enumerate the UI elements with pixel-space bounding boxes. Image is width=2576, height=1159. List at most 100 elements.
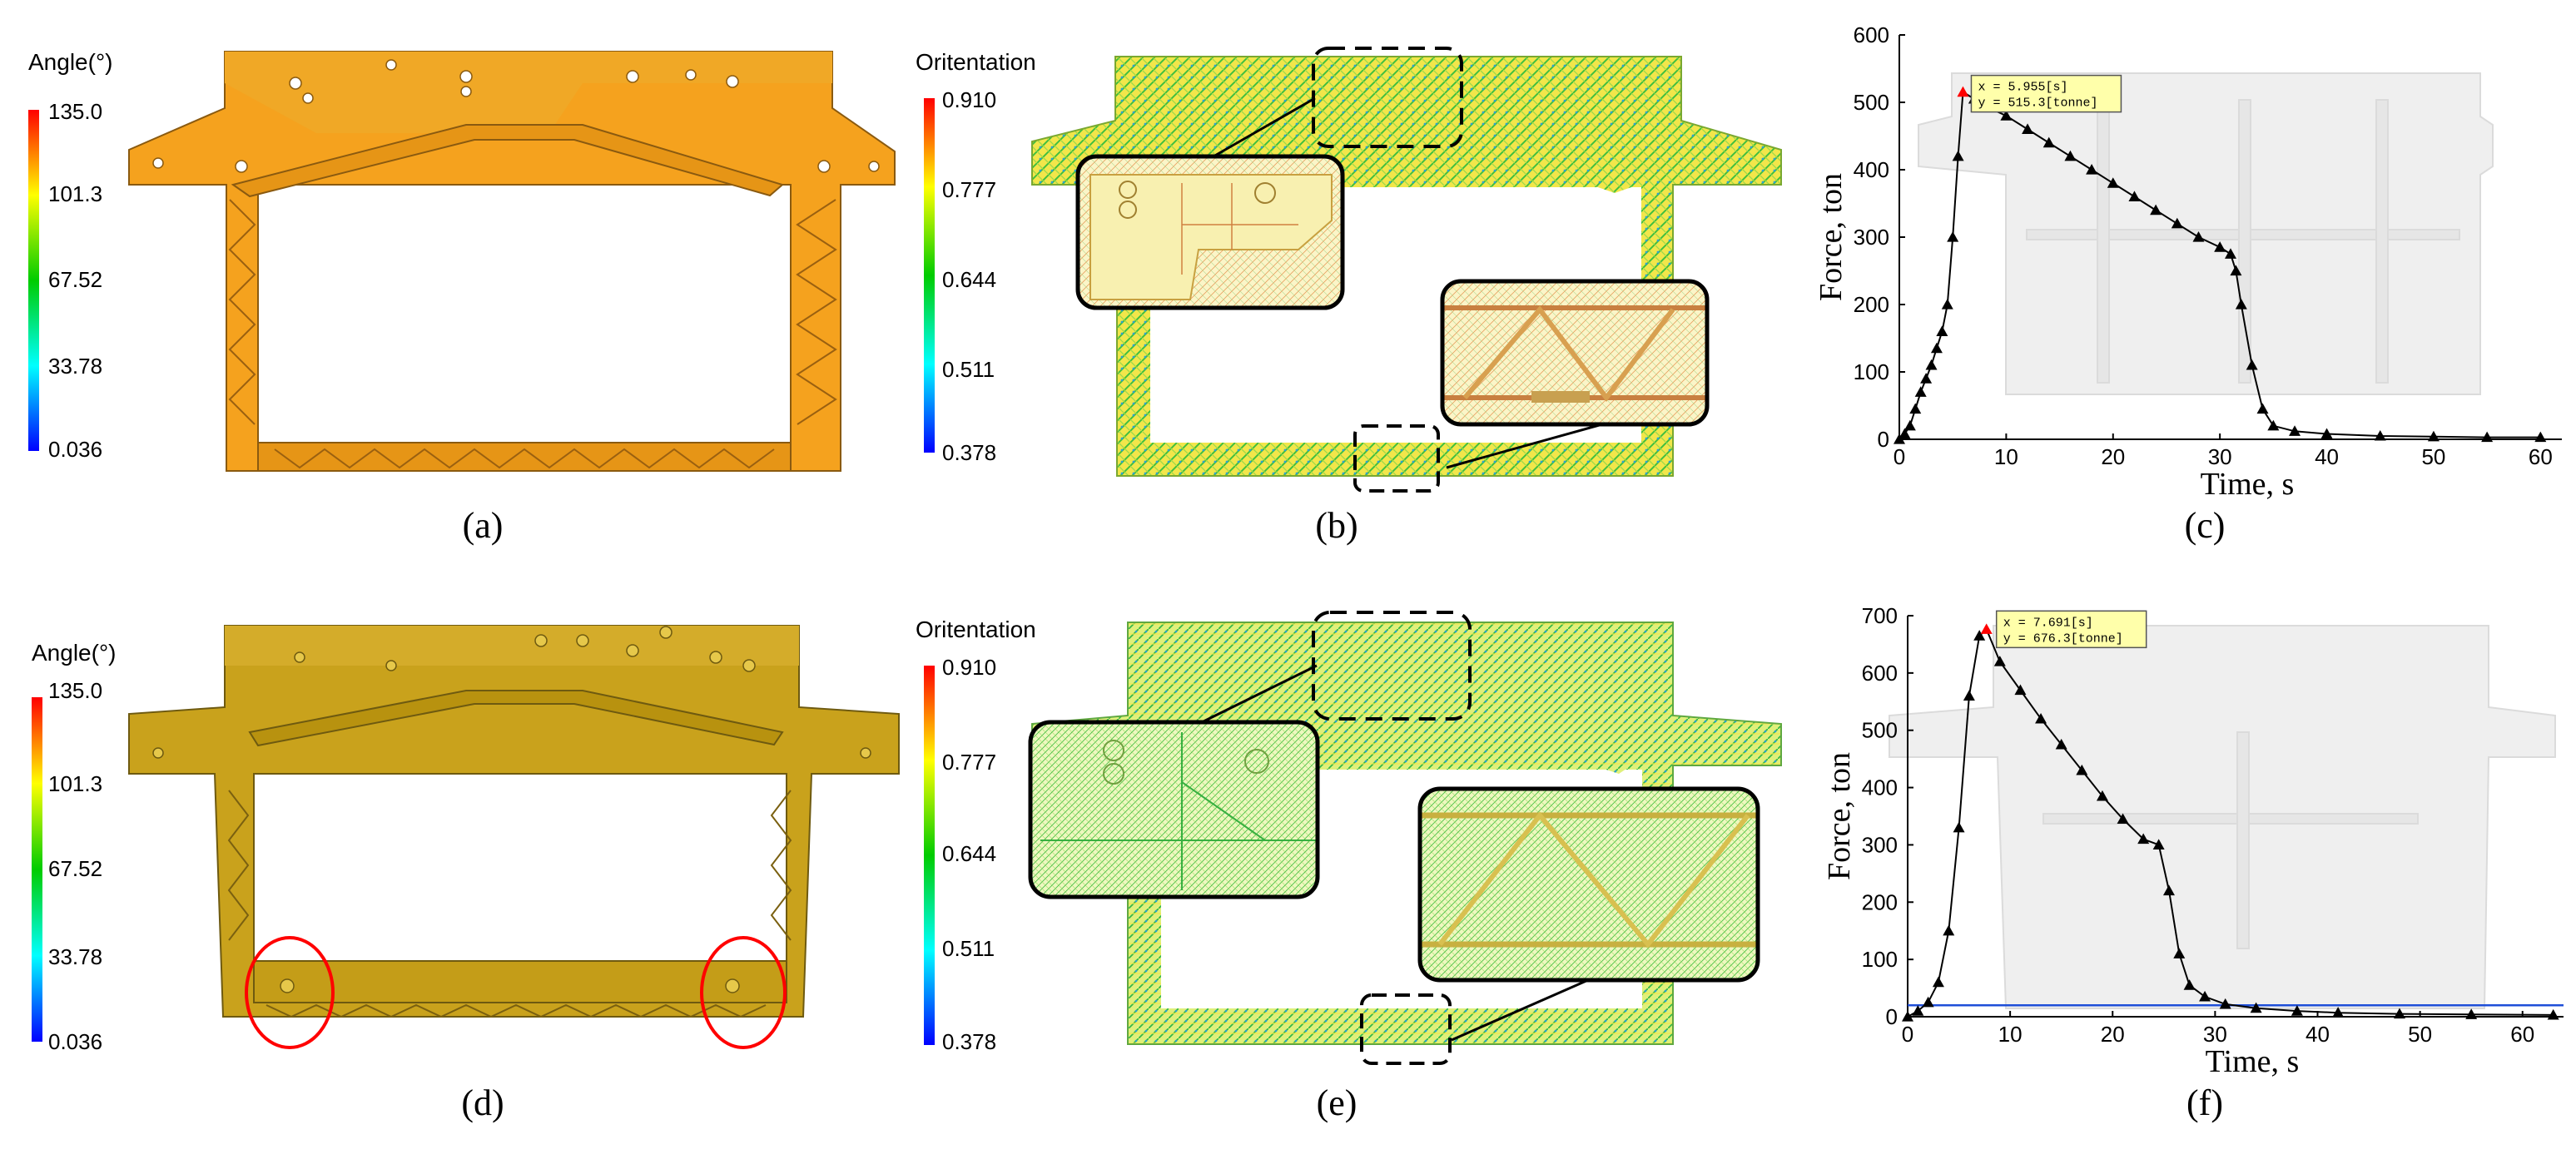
callout-line — [1198, 664, 1318, 726]
orientation-legend-title: Oritentation — [916, 49, 1036, 75]
orientation-legend-colorbar — [924, 98, 935, 453]
angle-legend-colorbar — [32, 697, 42, 1042]
y-tick-label: 100 — [1854, 359, 1889, 384]
frame-model-d — [128, 625, 900, 1049]
data-point — [2547, 1008, 2559, 1020]
data-point — [2199, 990, 2211, 1002]
frame-model-a — [128, 51, 896, 472]
angle-legend-title: Angle(°) — [28, 49, 112, 75]
chart-background-image — [1889, 625, 2556, 1009]
data-point — [2320, 428, 2333, 439]
data-point — [2117, 813, 2129, 825]
data-point — [1973, 630, 1986, 641]
data-point — [1912, 1005, 1924, 1016]
orientation-legend-top: Oritentation 0.910 0.777 0.644 0.511 0.3… — [916, 49, 1036, 465]
data-point — [2465, 1008, 2478, 1019]
data-point — [1941, 299, 1953, 310]
y-tick-label: 400 — [1854, 157, 1889, 182]
data-point — [2235, 299, 2247, 310]
panel-labels: (a) (b) (c) (d) (e) (f) — [461, 505, 2225, 1123]
x-tick-label: 0 — [1894, 444, 1905, 469]
data-point — [1932, 976, 1944, 988]
orientation-legend-tick: 0.644 — [942, 267, 996, 292]
peak-tooltip-x: x = 5.955[s] — [1978, 81, 2067, 95]
angle-legend-tick: 135.0 — [48, 99, 102, 124]
data-point — [1920, 373, 1933, 384]
chart-background-image — [1918, 72, 2494, 395]
data-point — [2162, 884, 2175, 896]
data-point — [1936, 325, 1948, 336]
zoom-region-top — [1312, 47, 1463, 148]
data-point — [2256, 403, 2269, 414]
data-point — [2332, 1007, 2345, 1018]
angle-legend-tick: 135.0 — [48, 678, 102, 703]
x-tick-label: 60 — [2529, 444, 2553, 469]
data-point — [2267, 419, 2280, 431]
x-tick-label: 10 — [1994, 444, 2018, 469]
y-tick-label: 200 — [1862, 889, 1898, 914]
orientation-legend-colorbar — [924, 666, 935, 1045]
peak-point — [1980, 623, 1993, 634]
y-tick-label: 0 — [1886, 1004, 1898, 1029]
angle-legend-tick: 101.3 — [48, 771, 102, 796]
orientation-legend-tick: 0.777 — [942, 750, 996, 775]
data-point — [2055, 738, 2067, 750]
data-point — [1903, 419, 1916, 431]
angle-legend-tick: 33.78 — [48, 354, 102, 379]
data-point — [1909, 403, 1922, 414]
y-tick-label: 300 — [1862, 832, 1898, 857]
data-point — [2137, 833, 2150, 844]
data-point — [2289, 425, 2301, 436]
data-point — [1898, 428, 1911, 439]
panel-label-d: (d) — [461, 1082, 504, 1123]
data-point — [2214, 241, 2226, 252]
orientation-mesh-e — [1028, 611, 1782, 1065]
orientation-legend-tick: 0.910 — [942, 87, 996, 112]
peak-point — [1957, 86, 1969, 97]
angle-legend-tick: 33.78 — [48, 944, 102, 969]
zoom-inset-top — [1030, 722, 1318, 897]
x-tick-label: 20 — [2101, 1022, 2125, 1047]
data-point — [2173, 948, 2186, 958]
data-point — [2246, 359, 2258, 370]
data-point — [2152, 839, 2165, 850]
orientation-mesh-b — [1031, 47, 1782, 493]
angle-legend-title: Angle(°) — [32, 640, 116, 666]
orientation-legend-tick: 0.777 — [942, 177, 996, 202]
data-point — [1914, 386, 1927, 397]
zoom-inset-bottom — [1420, 789, 1758, 980]
y-tick-label: 600 — [1854, 22, 1889, 47]
data-point — [1993, 656, 2006, 666]
zoom-inset-top — [1078, 156, 1343, 308]
peak-tooltip-box — [1995, 610, 2147, 649]
panel-label-c: (c) — [2185, 505, 2226, 546]
y-tick-label: 600 — [1862, 661, 1898, 686]
data-point — [2219, 998, 2231, 1009]
data-point — [2076, 764, 2088, 775]
x-tick-label: 40 — [2315, 444, 2339, 469]
data-point — [2183, 979, 2196, 990]
data-point — [2291, 1005, 2303, 1016]
data-point — [1922, 996, 1934, 1008]
callout-line — [1446, 423, 1603, 469]
panel-label-b: (b) — [1315, 505, 1357, 546]
angle-legend-tick: 0.036 — [48, 437, 102, 462]
peak-tooltip-y: y = 676.3[tonne] — [2003, 632, 2123, 646]
y-tick-label: 500 — [1862, 718, 1898, 743]
data-point — [2064, 150, 2077, 161]
data-point — [2250, 1002, 2262, 1013]
orientation-legend-tick: 0.910 — [942, 655, 996, 680]
x-tick-label: 50 — [2408, 1022, 2432, 1047]
y-axis-label: Force, ton — [1814, 173, 1849, 301]
orientation-legend-tick: 0.511 — [942, 357, 995, 382]
data-point — [1963, 690, 1975, 701]
orientation-legend-tick: 0.378 — [942, 1029, 996, 1054]
data-point — [2481, 431, 2494, 443]
data-point — [2225, 248, 2236, 259]
highlight-circle-right — [700, 936, 787, 1049]
data-point — [2128, 191, 2141, 201]
y-tick-label: 100 — [1862, 947, 1898, 972]
x-tick-label: 30 — [2208, 444, 2232, 469]
